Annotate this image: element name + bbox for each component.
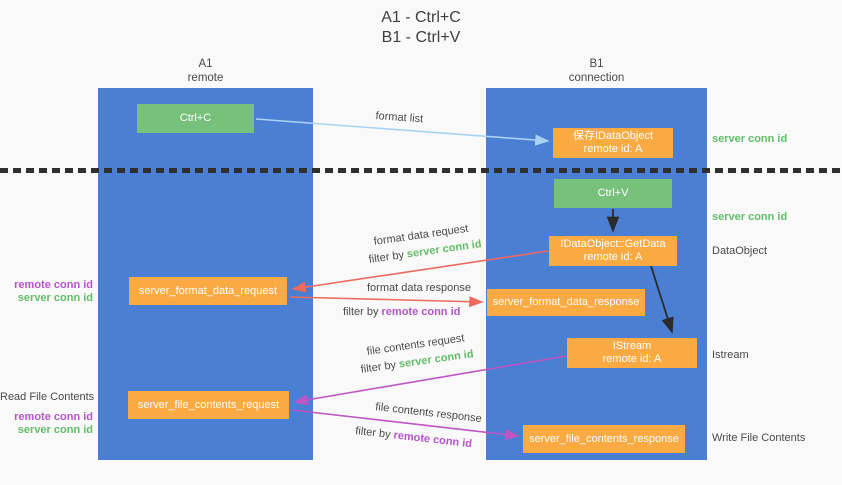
node-format-request-label: server_format_data_request: [138, 284, 278, 297]
node-istream-title: IStream: [612, 340, 652, 352]
node-istream-remote-id: remote id: A: [602, 353, 662, 365]
right-column-id: B1: [589, 58, 604, 70]
node-istream: IStream remote id: A: [567, 338, 697, 368]
node-idataobject-getdata: IDataObject::GetData remote id: A: [549, 236, 677, 266]
node-server-file-contents-response: server_file_contents_response: [523, 425, 685, 453]
node-format-response-label: server_format_data_response: [492, 296, 640, 308]
filter-prefix: filter by: [368, 248, 408, 266]
annotation-istream: Istream: [712, 349, 749, 361]
arrow-label-filter-by-remote-conn-id-1: filter by remote conn id: [343, 306, 460, 318]
arrow-label-filter-by-remote-conn-id-2: filter by remote conn id: [355, 425, 473, 450]
left-column-role: remote: [187, 72, 224, 84]
annotation-server-conn-id-mid: server conn id: [712, 211, 788, 223]
node-getdata-remote-id: remote id: A: [583, 251, 643, 263]
filter-prefix: filter by: [354, 425, 395, 442]
diagram-title: A1 - Ctrl+C B1 - Ctrl+V: [0, 8, 842, 48]
left-column-id: A1: [198, 58, 213, 70]
title-line-1: A1 - Ctrl+C: [381, 9, 461, 26]
node-ctrl-c-label: Ctrl+C: [179, 112, 212, 124]
node-file-response-label: server_file_contents_response: [529, 432, 679, 445]
node-server-file-contents-request: server_file_contents_request: [128, 391, 289, 419]
annotation-write-file-contents: Write File Contents: [712, 432, 806, 444]
filter-key-remote-conn-id: remote conn id: [392, 429, 473, 451]
node-ctrl-v-label: Ctrl+V: [597, 187, 629, 199]
node-ctrl-c: Ctrl+C: [137, 104, 254, 133]
annotation-server-conn-id-left-1: server conn id: [17, 292, 93, 304]
annotation-remote-conn-id-left-2: remote conn id: [14, 411, 93, 423]
arrow-label-file-contents-response: file contents response: [374, 401, 483, 426]
annotation-server-conn-id-left-2: server conn id: [17, 424, 93, 436]
node-save-idataobject: 保存IDataObject remote id: A: [553, 128, 673, 158]
filter-prefix: filter by: [360, 358, 400, 376]
right-column-header: B1 connection: [486, 57, 707, 85]
node-save-idataobject-title: 保存IDataObject: [572, 130, 654, 142]
arrow-label-format-list: format list: [375, 110, 424, 126]
node-server-format-data-request: server_format_data_request: [129, 277, 287, 305]
node-ctrl-v: Ctrl+V: [554, 179, 672, 208]
phase-separator-dotted-line: [0, 168, 842, 173]
filter-prefix: filter by: [343, 306, 382, 318]
node-save-idataobject-remote-id: remote id: A: [583, 143, 643, 155]
node-server-format-data-response: server_format_data_response: [487, 289, 645, 316]
node-getdata-title: IDataObject::GetData: [560, 238, 666, 250]
annotation-read-file-contents: Read File Contents: [0, 391, 95, 403]
node-file-request-label: server_file_contents_request: [137, 398, 280, 411]
annotation-dataobject: DataObject: [712, 245, 768, 257]
annotation-server-conn-id-top: server conn id: [712, 133, 788, 145]
right-column-role: connection: [568, 72, 625, 84]
left-column-header: A1 remote: [98, 57, 313, 85]
annotation-remote-conn-id-left-1: remote conn id: [14, 279, 93, 291]
arrow-format-data-response: [289, 296, 484, 308]
filter-key-remote-conn-id: remote conn id: [381, 306, 461, 318]
title-line-2: B1 - Ctrl+V: [381, 29, 461, 46]
arrow-label-format-data-response: format data response: [367, 282, 471, 294]
